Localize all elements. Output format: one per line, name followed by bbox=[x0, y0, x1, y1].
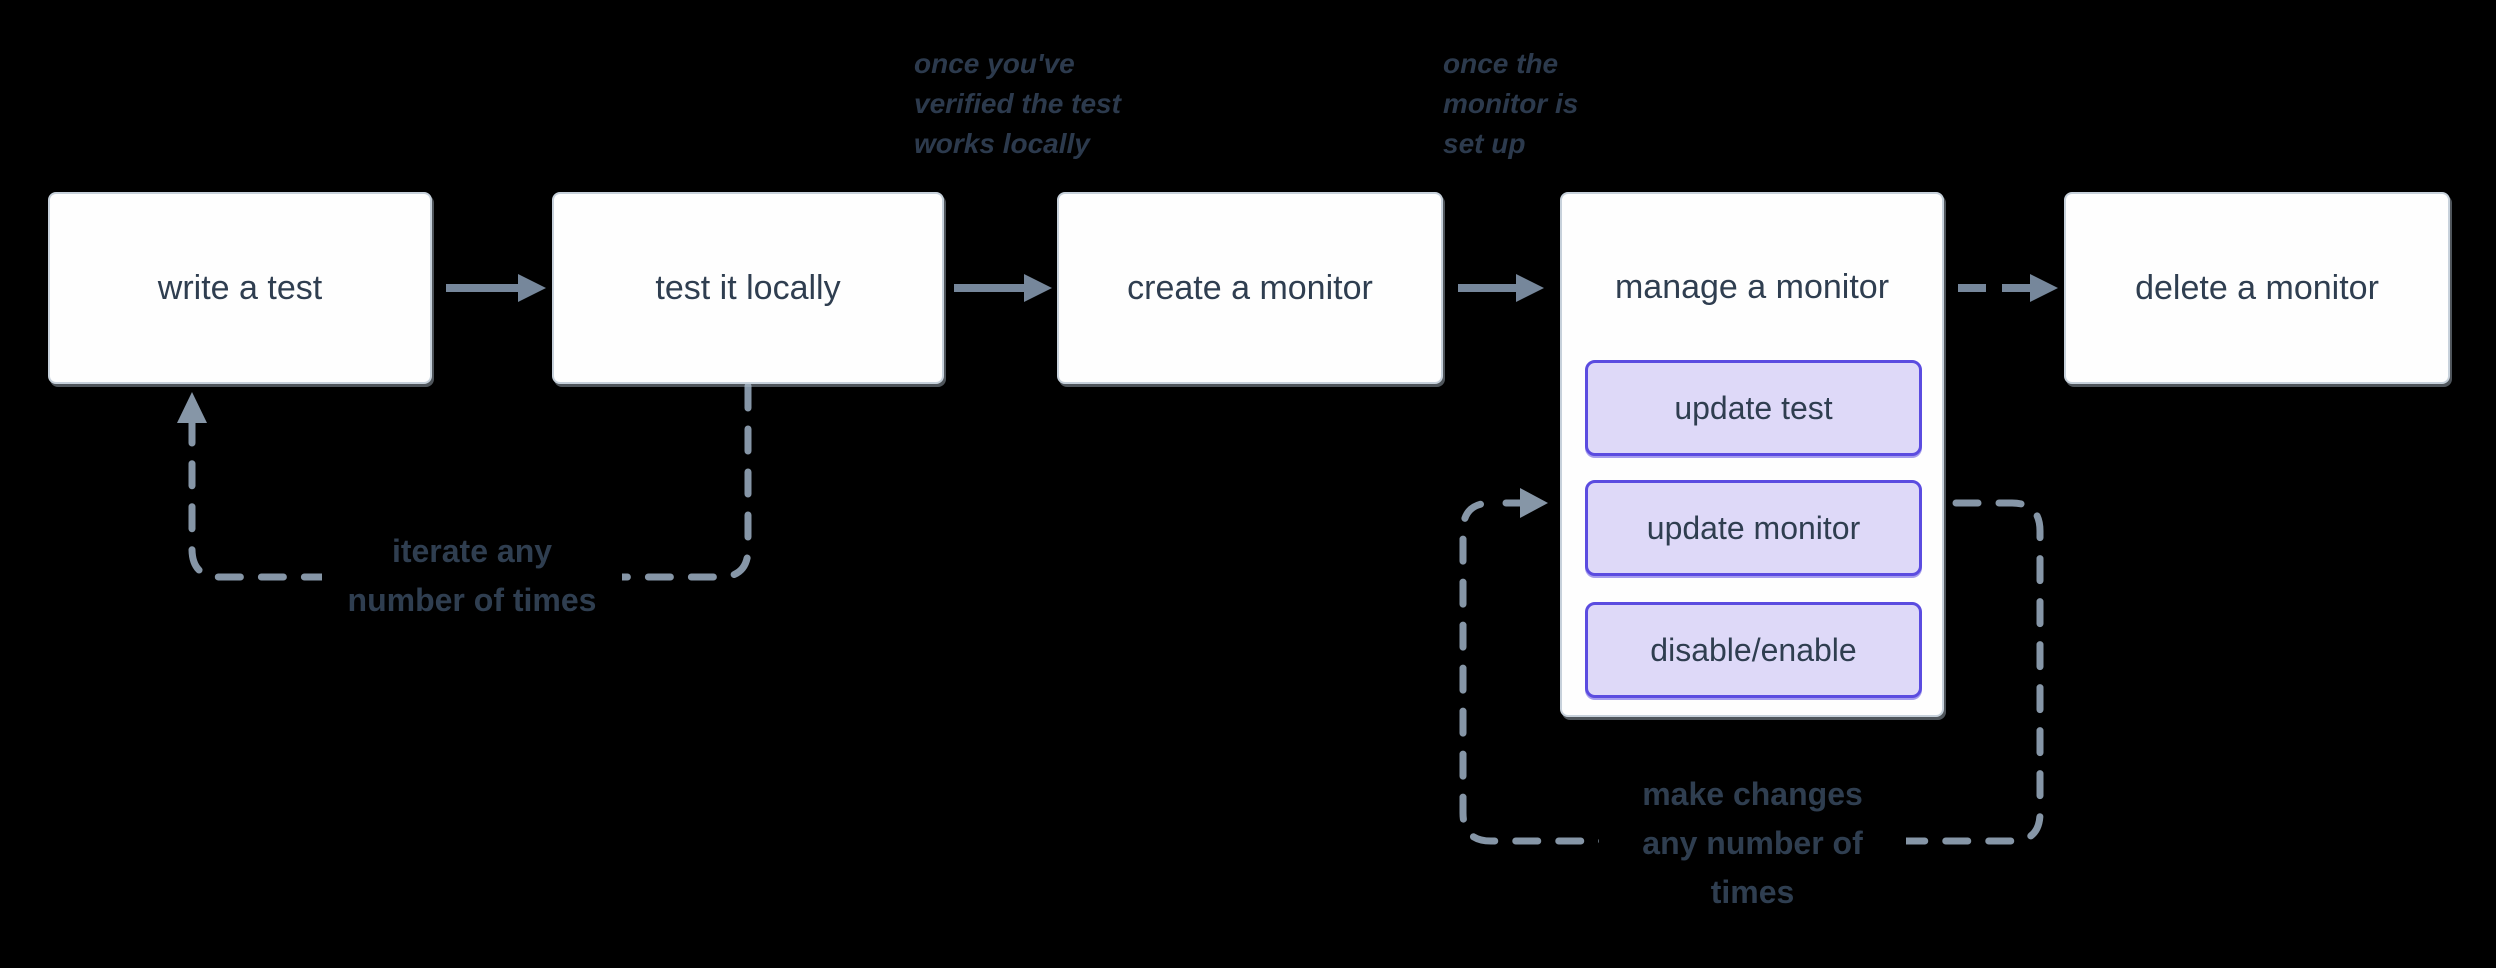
node-test-it-locally-label: test it locally bbox=[655, 268, 841, 307]
annotation-monitor-set-up-line3: set up bbox=[1443, 128, 1526, 159]
annotation-verified-locally-line3: works locally bbox=[914, 128, 1090, 159]
loop-label-make-changes-line3: times bbox=[1710, 874, 1795, 910]
loop-label-iterate: iterate any number of times bbox=[322, 527, 622, 625]
dashed-loop-iterate bbox=[177, 382, 752, 581]
node-test-it-locally: test it locally bbox=[552, 192, 944, 384]
action-update-test: update test bbox=[1585, 360, 1922, 456]
annotation-monitor-set-up-line2: monitor is bbox=[1443, 88, 1579, 119]
loop-label-make-changes-line2: any number of bbox=[1642, 825, 1863, 861]
node-write-a-test: write a test bbox=[48, 192, 432, 384]
arrow-test-locally-to-create-monitor bbox=[954, 274, 1052, 302]
arrow-create-monitor-to-manage-monitor bbox=[1458, 274, 1544, 302]
action-update-monitor-label: update monitor bbox=[1646, 509, 1861, 546]
loop-label-iterate-line1: iterate any bbox=[391, 533, 553, 569]
node-create-a-monitor-label: create a monitor bbox=[1127, 268, 1373, 307]
node-manage-a-monitor: manage a monitor update test update moni… bbox=[1560, 192, 1944, 717]
loop-label-make-changes: make changes any number of times bbox=[1599, 770, 1906, 918]
action-disable-enable-label: disable/enable bbox=[1650, 631, 1857, 668]
dashed-arrow-manage-to-delete-monitor bbox=[1958, 274, 2058, 302]
dashed-loop-make-changes bbox=[1459, 488, 2044, 845]
annotation-verified-locally-line2: verified the test bbox=[914, 88, 1121, 119]
annotation-verified-locally-line1: once you've bbox=[914, 48, 1075, 79]
node-delete-a-monitor: delete a monitor bbox=[2064, 192, 2450, 384]
node-manage-a-monitor-label: manage a monitor bbox=[1614, 268, 1890, 306]
loop-label-iterate-line2: number of times bbox=[347, 582, 597, 618]
node-create-a-monitor: create a monitor bbox=[1057, 192, 1443, 384]
arrow-write-to-test-locally bbox=[446, 274, 546, 302]
annotation-monitor-set-up: once the monitor is set up bbox=[1443, 44, 1578, 164]
annotation-verified-locally: once you've verified the test works loca… bbox=[914, 44, 1121, 164]
annotation-monitor-set-up-line1: once the bbox=[1443, 48, 1559, 79]
action-disable-enable: disable/enable bbox=[1585, 602, 1922, 698]
action-update-test-label: update test bbox=[1674, 389, 1833, 426]
node-write-a-test-label: write a test bbox=[157, 268, 323, 307]
node-delete-a-monitor-label: delete a monitor bbox=[2135, 268, 2379, 307]
action-update-monitor: update monitor bbox=[1585, 480, 1922, 576]
loop-label-make-changes-line1: make changes bbox=[1642, 776, 1863, 812]
